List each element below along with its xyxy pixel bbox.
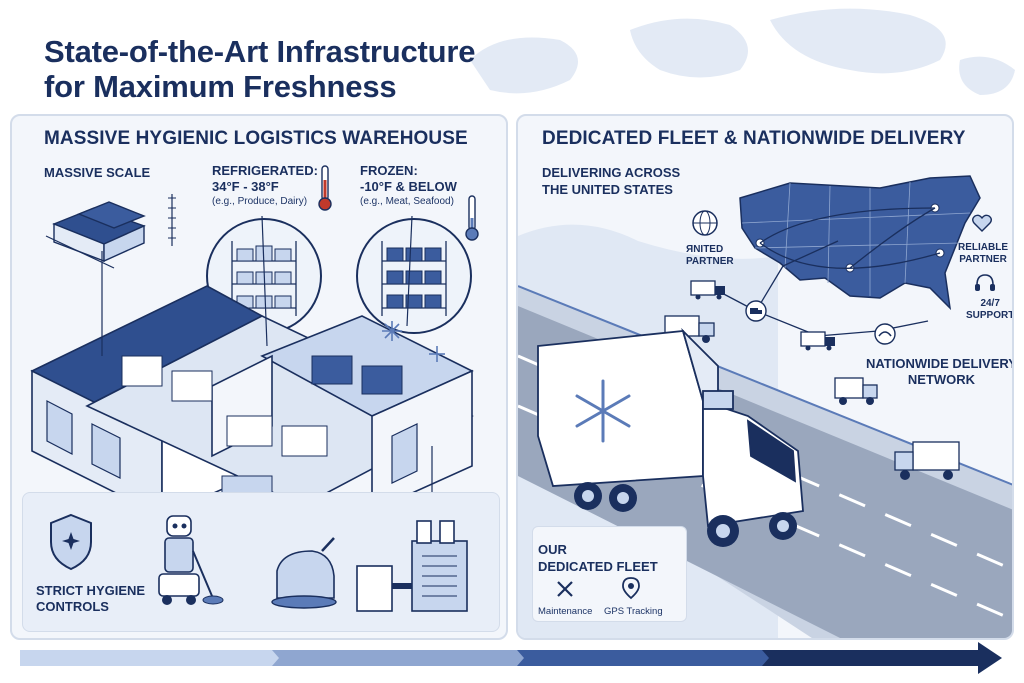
cold-thermometer-icon: [465, 195, 479, 241]
frozen-example: (e.g., Meat, Seafood): [360, 196, 454, 207]
page-title: State-of-the-Art Infrastructure for Maxi…: [44, 34, 476, 104]
fleet-panel: DEDICATED FLEET & NATIONWIDE DELIVERY DE…: [516, 114, 1014, 640]
fleet-heading: DEDICATED FLEET & NATIONWIDE DELIVERY: [542, 128, 966, 149]
refrigerated-example: (e.g., Produce, Dairy): [212, 196, 308, 207]
feature-gps-tracking: GPS Tracking: [604, 606, 663, 617]
our-fleet-label: OUR DEDICATED FLEET: [538, 542, 658, 574]
network-label: NATIONWIDE DELIVERY NETWORK: [866, 356, 1014, 387]
globe-icon: [692, 210, 718, 236]
wrench-icon: [557, 581, 573, 597]
warehouse-panel: MASSIVE HYGIENIC LOGISTICS WAREHOUSE MAS…: [10, 114, 508, 640]
highway-truck-2: [800, 331, 835, 351]
fleet-subpanel: [532, 526, 687, 622]
frozen-range: -10°F & BELOW: [360, 179, 457, 194]
world-map-background: [470, 8, 1015, 95]
support-label: 24/7 SUPPORT: [966, 298, 1014, 321]
refrigerated-label: REFRIGERATED:: [212, 163, 318, 178]
highway-truck-4: [894, 441, 960, 480]
massive-scale-label: MASSIVE SCALE: [44, 165, 151, 180]
frozen-label: FROZEN:: [360, 163, 418, 178]
warehouse-cutaway-illustration: [30, 215, 474, 518]
warehouse-heading: MASSIVE HYGIENIC LOGISTICS WAREHOUSE: [44, 128, 468, 149]
shield-icon: [50, 513, 92, 571]
small-truck-icon: [690, 280, 725, 300]
refrigerated-truck-illustration: [537, 327, 804, 547]
handshake-heart-icon: [972, 214, 992, 232]
united-partner-label: ЯNITED PARTNER: [686, 244, 734, 267]
gps-pin-icon: [622, 577, 640, 600]
hygiene-label: STRICT HYGIENE CONTROLS: [36, 583, 146, 614]
us-map: [739, 175, 981, 311]
delivering-label: DELIVERING ACROSS THE UNITED STATES: [542, 165, 681, 197]
highway-truck-1: [664, 315, 715, 343]
refrigerated-range: 34°F - 38°F: [212, 179, 279, 194]
frozen-shelf-zoom: [356, 218, 472, 334]
thermometer-icon: [318, 165, 332, 211]
hvac-unit-icon: [356, 520, 468, 612]
hub-truck-icon: [745, 300, 767, 322]
reliable-partner-label: RELIABLE PARTNER: [958, 242, 1008, 265]
floor-scrubber-icon: [271, 537, 337, 609]
bottom-progress-arrow: [20, 642, 1002, 674]
cleaning-robot-icon: [158, 515, 224, 605]
feature-maintenance: Maintenance: [538, 606, 593, 617]
hub-delivery-icon: [874, 323, 896, 345]
highway-truck-3: [834, 377, 878, 405]
scale-warehouse-icon: [45, 194, 176, 269]
headset-icon: [975, 274, 995, 291]
